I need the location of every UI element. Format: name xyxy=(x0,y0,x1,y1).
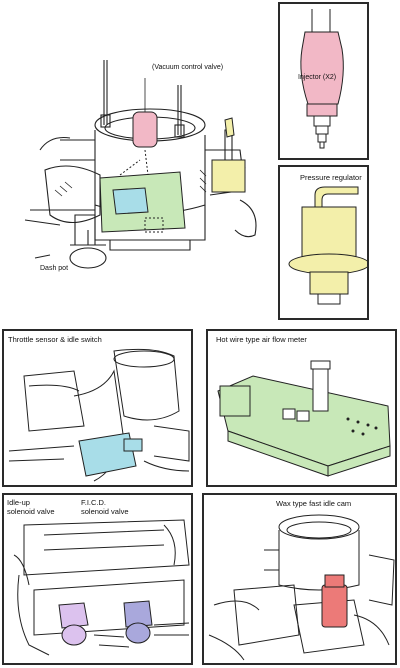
throttle-sensor-panel: Throttle sensor & idle switch xyxy=(2,329,193,487)
idle-up-title-line1: Idle-up xyxy=(7,498,30,507)
pressure-regulator-title: Pressure regulator xyxy=(300,173,362,182)
throttle-sensor-illustration xyxy=(8,348,190,482)
pressure-regulator-illustration xyxy=(288,186,367,305)
fast-idle-cam-panel: Wax type fast idle cam xyxy=(202,493,397,665)
solenoid-valves-illustration xyxy=(13,519,190,656)
throttle-sensor-title: Throttle sensor & idle switch xyxy=(8,335,102,344)
air-flow-meter-title: Hot wire type air flow meter xyxy=(216,335,307,344)
main-carburetor-diagram: (Vacuum control valve) Dash pot xyxy=(0,0,272,330)
air-flow-meter-panel: Hot wire type air flow meter xyxy=(206,329,397,487)
injector-panel: Injector (X2) xyxy=(278,2,369,160)
solenoid-valves-panel: Idle-up solenoid valve F.I.C.D. solenoid… xyxy=(2,493,193,665)
ficd-title-line2: solenoid valve xyxy=(81,507,129,516)
injector-label: Injector (X2) xyxy=(298,74,337,81)
fast-idle-cam-illustration xyxy=(208,514,395,661)
air-flow-meter-illustration xyxy=(217,360,391,477)
injector-illustration xyxy=(300,9,344,149)
carburetor-illustration xyxy=(24,60,257,269)
dash-pot-label: Dash pot xyxy=(40,265,69,272)
idle-up-title-line2: solenoid valve xyxy=(7,507,55,516)
fast-idle-cam-title: Wax type fast idle cam xyxy=(276,499,352,508)
ficd-title-line1: F.I.C.D. xyxy=(81,498,107,507)
vacuum-control-valve-label: (Vacuum control valve) xyxy=(152,64,224,71)
pressure-regulator-panel: Pressure regulator xyxy=(278,165,369,320)
